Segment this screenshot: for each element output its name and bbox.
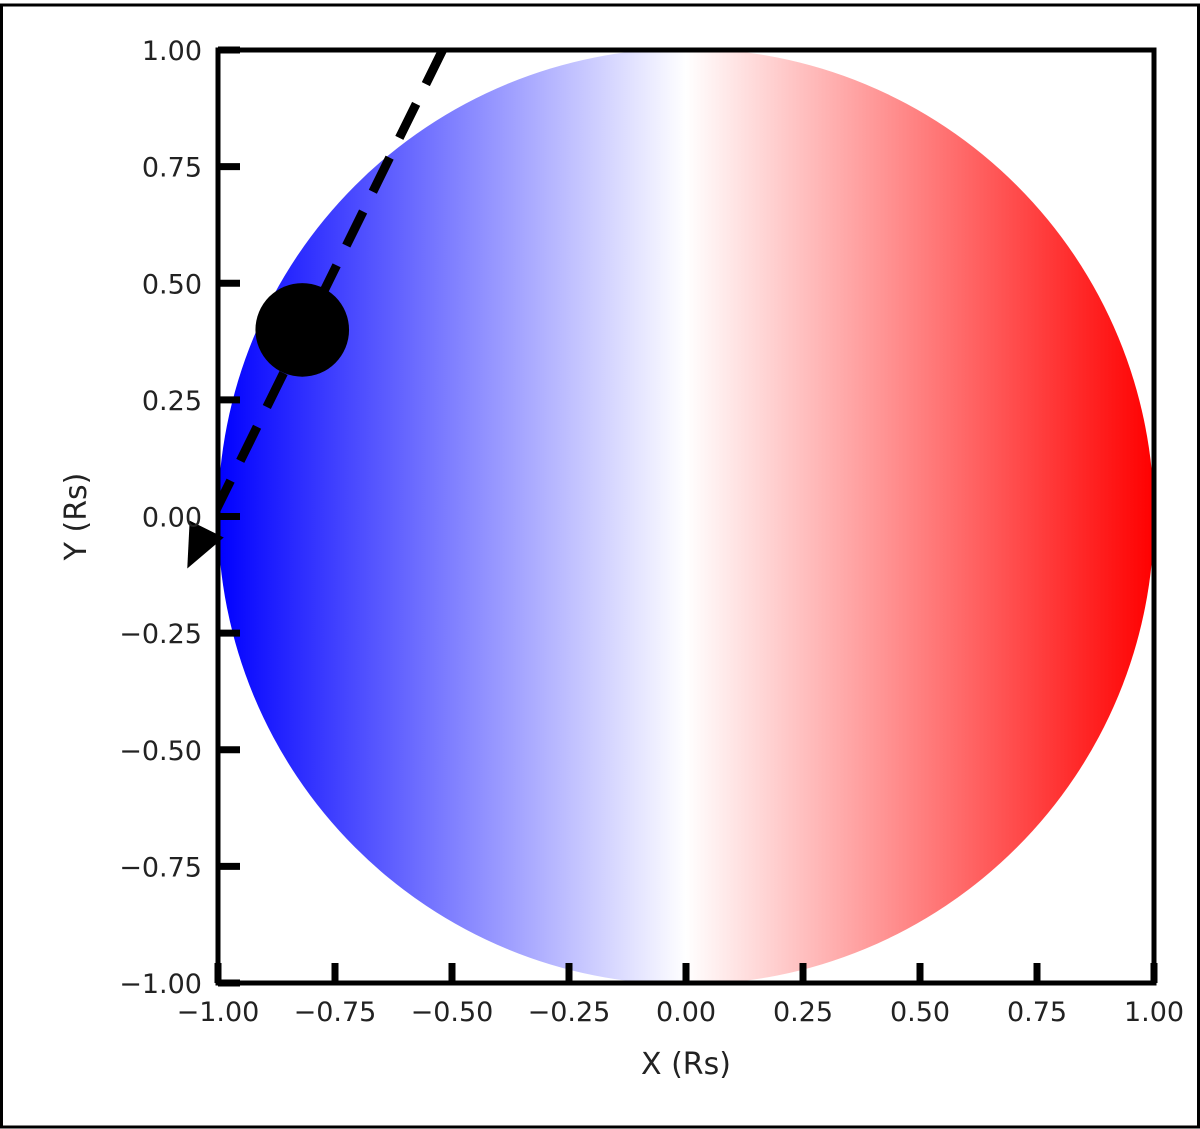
plot-area: −1.00 −0.75 −0.50 −0.25 0.00 0.25 0.50 0.75 1.00…	[119, 36, 1184, 1028]
y-tick-label: 0.75	[142, 153, 202, 184]
y-tick-label: 0.25	[142, 386, 202, 417]
x-tick-label: −0.50	[411, 997, 494, 1028]
y-tick-label: −0.50	[119, 736, 202, 767]
y-tick-label: −0.75	[119, 852, 202, 883]
x-axis-label: X (Rs)	[641, 1047, 731, 1082]
stellar-disk	[218, 50, 1154, 983]
x-tick-label: 0.75	[1007, 997, 1067, 1028]
x-tick-label: 1.00	[1124, 997, 1184, 1028]
x-axis-ticks: −1.00 −0.75 −0.50 −0.25 0.00 0.25 0.50 0.75 1.00	[177, 963, 1184, 1028]
y-axis-ticks: −1.00 −0.75 −0.50 −0.25 0.00 0.25 0.50 0.75 1.00	[119, 36, 240, 1000]
transit-direction-arrow	[187, 520, 224, 569]
y-tick-label: 0.00	[142, 503, 202, 534]
x-tick-label: 0.00	[656, 997, 716, 1028]
x-tick-label: −0.75	[294, 997, 377, 1028]
y-tick-label: 1.00	[142, 36, 202, 67]
y-tick-label: 0.50	[142, 269, 202, 300]
x-tick-label: −0.25	[528, 997, 611, 1028]
x-tick-label: 0.50	[890, 997, 950, 1028]
planet-disk	[255, 283, 350, 377]
x-tick-label: 0.25	[773, 997, 833, 1028]
y-tick-label: −1.00	[119, 969, 202, 1000]
x-tick-label: −1.00	[177, 997, 260, 1028]
outer-frame	[0, 3, 1200, 1129]
y-tick-label: −0.25	[119, 619, 202, 650]
stellar-disk-layer	[218, 50, 1154, 983]
y-axis-label: Y (Rs)	[59, 473, 94, 562]
